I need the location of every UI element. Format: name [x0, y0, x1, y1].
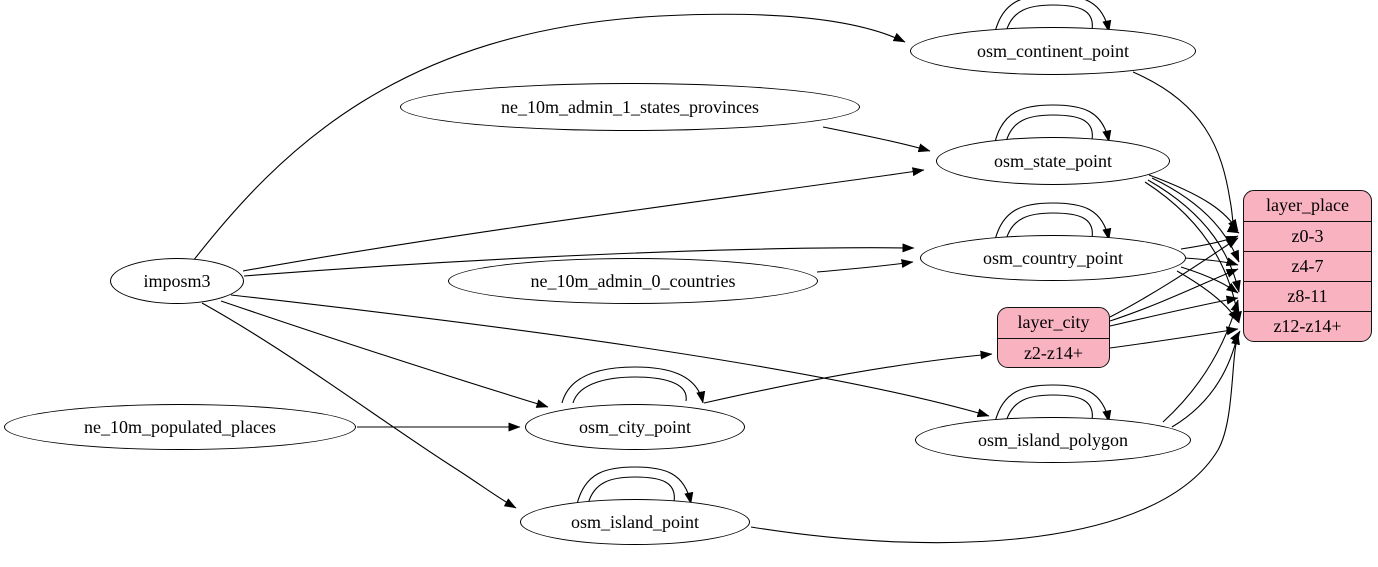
layer_place-row-z12-z14: z12-z14+: [1244, 311, 1371, 341]
edge-osm_city_point-to-layer_city-z2-z14+: [703, 350, 993, 404]
edge-osm_country_point-to-layer_place-z12-z14+: [1176, 270, 1239, 323]
edge-imposm3-to-osm_island_point: [201, 302, 517, 509]
edge-osm_island_point-to-layer_place-z12-z14+: [750, 330, 1241, 544]
edge-osm_country_point-to-layer_place-z4-7: [1183, 257, 1239, 267]
edge-osm_island_point-to-osm_island_point: [576, 466, 694, 505]
edge-ne_10m_admin_1_states_provinces-to-osm_state_point: [822, 126, 931, 153]
edge-layer_city-to-layer_place-z0-3: [1109, 237, 1239, 318]
node-label: osm_island_point: [570, 511, 699, 532]
node-osm_island_polygon: osm_island_polygon: [915, 417, 1191, 463]
layer_place-row-z8-11: z8-11: [1244, 281, 1371, 311]
layer_place-row-z4-7: z4-7: [1244, 251, 1371, 281]
edge-osm_state_point-to-osm_state_point: [994, 104, 1112, 143]
edge-imposm3-to-osm_country_point: [243, 243, 915, 277]
edge-osm_country_point-to-osm_country_point: [994, 202, 1112, 241]
edge-imposm3-to-osm_state_point: [242, 167, 925, 272]
node-label: osm_state_point: [994, 150, 1112, 171]
node-label: osm_city_point: [579, 416, 691, 437]
node-label: ne_10m_admin_0_countries: [530, 270, 736, 291]
node-ne_10m_admin_1_states_provinces: ne_10m_admin_1_states_provinces: [400, 83, 860, 131]
edge-imposm3-to-osm_island_polygon: [230, 294, 990, 418]
edge-osm_state_point-to-layer_place-z4-7: [1151, 177, 1240, 263]
node-label: ne_10m_populated_places: [84, 416, 276, 437]
node-osm_continent_point: osm_continent_point: [910, 27, 1196, 75]
node-label: osm_island_polygon: [977, 429, 1128, 450]
edge-osm_country_point-to-osm_country_point-loop-return: [1005, 212, 1093, 241]
layer_city-row-z2-z14: z2-z14+: [998, 338, 1109, 367]
edge-layer_city-to-layer_place-z12-z14+: [1109, 326, 1239, 349]
edge-layer_city-to-layer_place-z8-11: [1109, 295, 1239, 327]
layer_place-title: layer_place: [1266, 195, 1349, 215]
node-label: osm_continent_point: [977, 40, 1129, 61]
edge-osm_state_point-to-layer_place-z0-3: [1148, 174, 1239, 232]
node-label: ne_10m_admin_1_states_provinces: [501, 96, 759, 117]
edge-osm_country_point-to-layer_place-z8-11: [1180, 266, 1239, 294]
edge-ne_10m_admin_0_countries-to-osm_country_point: [816, 259, 914, 273]
edge-osm_state_point-to-layer_place-z8-11: [1147, 179, 1241, 293]
layer_city-title: layer_city: [1017, 312, 1090, 332]
edge-imposm3-to-osm_city_point: [220, 300, 549, 408]
edge-osm_continent_point-to-osm_continent_point: [994, 0, 1112, 33]
node-ne_10m_populated_places: ne_10m_populated_places: [4, 404, 356, 450]
edge-osm_city_point-to-osm_city_point-loop-return: [572, 376, 687, 404]
edge-layer_city-to-layer_place-z4-7: [1109, 268, 1239, 322]
node-ne_10m_admin_0_countries: ne_10m_admin_0_countries: [448, 258, 818, 304]
edge-osm_city_point-to-osm_city_point: [561, 366, 706, 404]
node-label: osm_country_point: [983, 247, 1123, 268]
record-layer_place: layer_place z0-3 z4-7 z8-11 z12-z14+: [1243, 190, 1372, 342]
edge-osm_island_polygon-to-osm_island_polygon-loop-return: [1005, 394, 1093, 423]
node-imposm3: imposm3: [110, 258, 244, 304]
edge-osm_state_point-to-osm_state_point-loop-return: [1005, 114, 1093, 143]
layer_place-row-z0-3: z0-3: [1244, 221, 1371, 251]
node-osm_island_point: osm_island_point: [520, 499, 750, 545]
node-osm_state_point: osm_state_point: [936, 137, 1170, 185]
record-layer_city: layer_city z2-z14+: [997, 307, 1110, 368]
edge-imposm3-to-osm_continent_point: [192, 13, 906, 262]
edge-osm_island_point-to-osm_island_point-loop-return: [587, 476, 675, 505]
edge-osm_island_polygon-to-osm_island_polygon: [994, 384, 1112, 423]
node-osm_city_point: osm_city_point: [525, 404, 745, 450]
edge-osm_island_polygon-to-layer_place-z8-11: [1162, 299, 1240, 423]
edge-osm_continent_point-to-osm_continent_point-loop-return: [1005, 4, 1093, 33]
node-osm_country_point: osm_country_point: [920, 235, 1186, 281]
node-label: imposm3: [143, 270, 211, 291]
edge-osm_island_polygon-to-layer_place-z12-z14+: [1171, 332, 1240, 428]
